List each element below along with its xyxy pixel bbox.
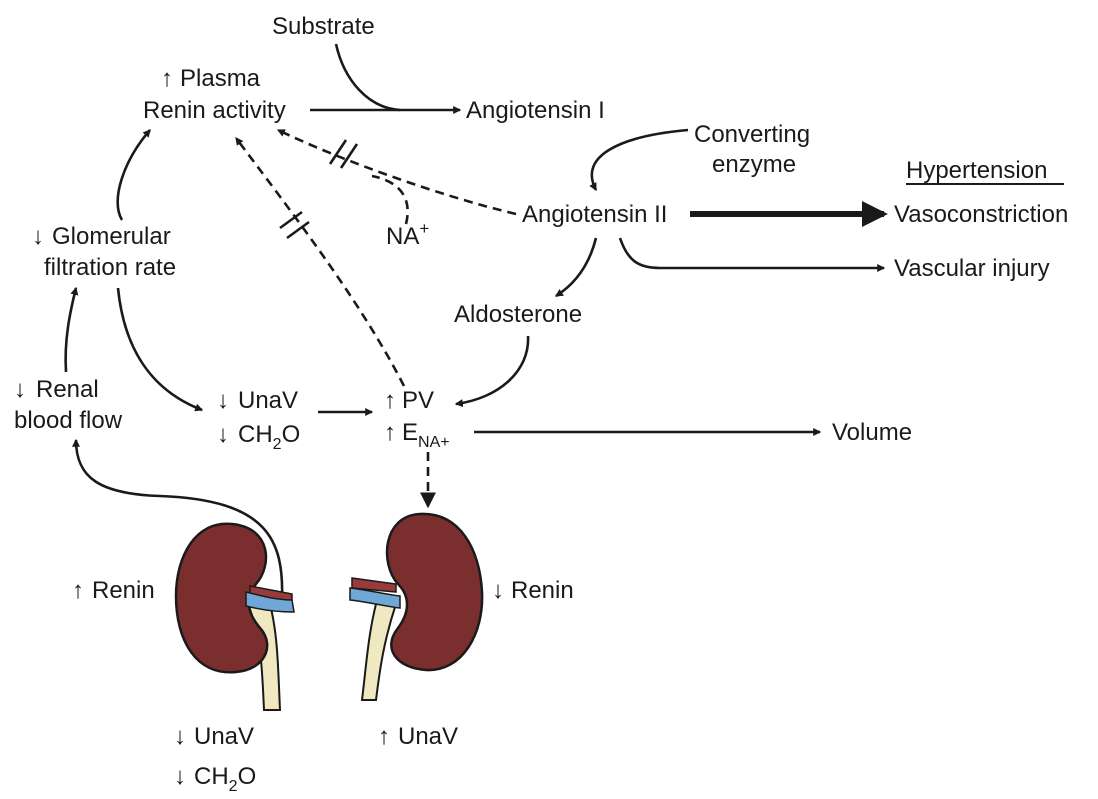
vasoconstriction-label: Vasoconstriction: [894, 201, 1068, 228]
right-kidney: [385, 512, 484, 672]
ch2o-left-sub: 2: [229, 778, 238, 794]
renal-label-line2: blood flow: [14, 407, 123, 434]
inhibition-mark-top: [328, 139, 359, 169]
converting-enzyme-curve: [589, 128, 689, 192]
right-renal-artery: [351, 577, 397, 593]
right-renal-vein: [349, 587, 401, 609]
ena-e: E: [402, 419, 418, 446]
substrate-curve: [334, 43, 401, 112]
renal-flow-to-gfr-arrow: [64, 286, 79, 373]
aldosterone-label: Aldosterone: [454, 301, 582, 328]
ch2o-left-o: O: [238, 763, 257, 790]
na-ion-label: NA+: [386, 219, 429, 250]
angiotensin2-to-aldosterone-arrow: [554, 237, 598, 298]
renin-left-label: Renin: [92, 577, 155, 604]
pv-up-arrow: ↑: [384, 387, 396, 414]
angiotensin-2-label: Angiotensin II: [522, 201, 667, 228]
ch2o-down-arrow: ↓: [217, 421, 229, 448]
vascular-injury-arrow: [618, 237, 886, 272]
right-ureter: [360, 603, 398, 701]
unav-left-label: UnaV: [194, 723, 254, 750]
inhibition-mark-left: [279, 210, 310, 240]
na-feedback-dashed-curve: [371, 174, 409, 225]
volume-label: Volume: [832, 419, 912, 446]
ch2o-sub: 2: [273, 436, 282, 453]
ena-up-arrow: ↑: [384, 419, 396, 446]
pv-feedback-dashed-arrow: [234, 137, 406, 387]
gfr-label-line2: filtration rate: [44, 254, 176, 281]
kidney-to-renal-flow-arrow: [72, 438, 284, 601]
gfr-to-renin-arrow: [116, 129, 151, 221]
converting-label: Converting: [694, 121, 810, 148]
ch2o-o: O: [282, 421, 301, 448]
renin-right-label: Renin: [511, 577, 574, 604]
unav-down-arrow: ↓: [217, 387, 229, 414]
ch2o-ch: CH: [238, 421, 273, 448]
gfr-label-line1: Glomerular: [52, 223, 171, 250]
gfr-down-arrow: ↓: [32, 223, 44, 250]
unav-left-down-arrow: ↓: [174, 723, 186, 750]
renal-label-line1: Renal: [36, 376, 99, 403]
plasma-label: Plasma: [180, 65, 261, 92]
renin-right-down-arrow: ↓: [492, 577, 504, 604]
ena-sub: NA+: [418, 434, 450, 451]
vascular-injury-label: Vascular injury: [894, 255, 1050, 282]
left-kidney-illustration: [174, 522, 295, 711]
na-text: NA: [386, 223, 419, 250]
enzyme-label: enzyme: [712, 151, 796, 178]
hypertension-heading: Hypertension: [906, 157, 1047, 184]
plasma-up-arrow: ↑: [161, 65, 173, 92]
aldosterone-to-pv-arrow: [454, 335, 530, 408]
pv-label: PV: [402, 387, 434, 414]
angiotensin2-feedback-dashed-arrow: [276, 128, 517, 216]
unav-right-label: UnaV: [398, 723, 458, 750]
angiotensin-1-label: Angiotensin I: [466, 97, 605, 124]
ch2o-left-label: CH2O: [194, 763, 256, 794]
na-superscript: +: [419, 219, 429, 238]
renin-activity-label: Renin activity: [143, 97, 286, 124]
left-kidney: [174, 522, 269, 674]
unav-label: UnaV: [238, 387, 298, 414]
gfr-to-unav-arrow: [116, 287, 204, 412]
renal-down-arrow: ↓: [14, 376, 26, 403]
left-renal-vein: [245, 591, 295, 613]
unav-right-up-arrow: ↑: [378, 723, 390, 750]
right-kidney-illustration: [349, 512, 484, 701]
ch2o-left-ch: CH: [194, 763, 229, 790]
ena-label: ENA+: [402, 419, 450, 451]
ch2o-label: CH2O: [238, 421, 300, 453]
ch2o-left-down-arrow: ↓: [174, 763, 186, 790]
substrate-label: Substrate: [272, 13, 375, 40]
renin-left-up-arrow: ↑: [72, 577, 84, 604]
